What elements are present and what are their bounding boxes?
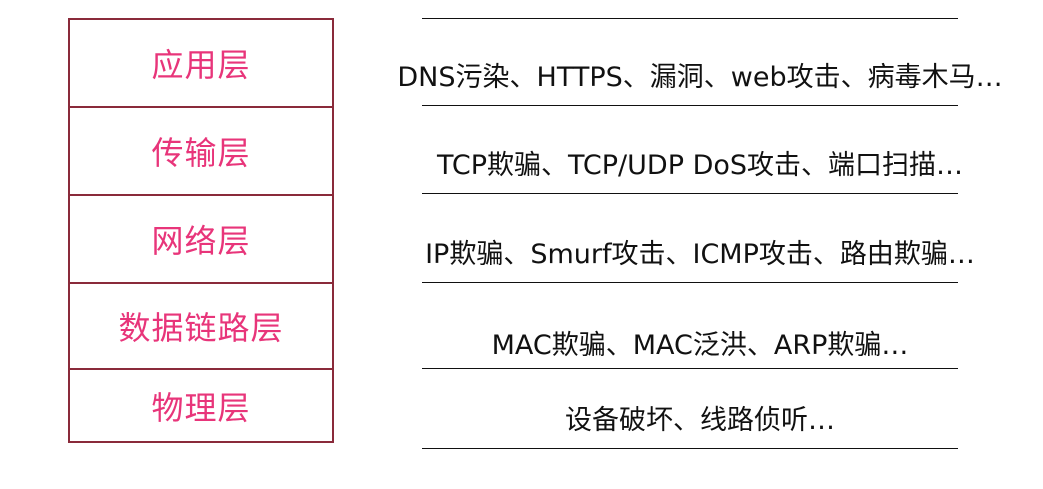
attack-list-transport: TCP欺骗、TCP/UDP DoS攻击、端口扫描… — [436, 150, 964, 181]
layer-divider — [70, 282, 332, 284]
attack-list-network: IP欺骗、Smurf攻击、ICMP攻击、路由欺骗… — [425, 239, 975, 270]
attack-rule — [422, 368, 958, 369]
attack-rule — [422, 18, 958, 19]
attack-rule — [422, 105, 958, 106]
layer-data-link: 数据链路层 — [70, 284, 332, 368]
layer-stack: 应用层 传输层 网络层 数据链路层 物理层 — [68, 18, 334, 443]
layer-physical: 物理层 — [70, 370, 332, 441]
attack-rule — [422, 448, 958, 449]
attack-list-application: DNS污染、HTTPS、漏洞、web攻击、病毒木马… — [397, 62, 1003, 93]
layer-label: 物理层 — [151, 388, 251, 427]
layer-divider — [70, 194, 332, 196]
layer-label: 传输层 — [151, 134, 251, 172]
layer-label: 网络层 — [151, 222, 251, 260]
layer-divider — [70, 106, 332, 108]
attack-rule — [422, 282, 958, 283]
layer-network: 网络层 — [70, 196, 332, 282]
attack-list-physical: 设备破坏、线路侦听… — [565, 405, 835, 436]
layer-label: 应用层 — [151, 46, 251, 84]
attack-rule — [422, 193, 958, 194]
layer-application: 应用层 — [70, 20, 332, 106]
layer-divider — [70, 368, 332, 370]
layer-transport: 传输层 — [70, 108, 332, 194]
attack-list-data-link: MAC欺骗、MAC泛洪、ARP欺骗… — [491, 330, 909, 361]
layer-label: 数据链路层 — [118, 309, 284, 347]
